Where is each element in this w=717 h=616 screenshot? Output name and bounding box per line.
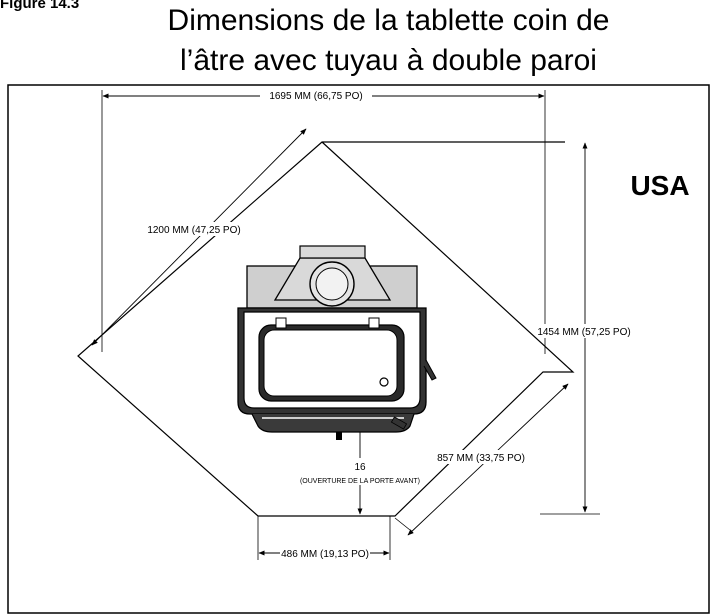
overall-depth-label: 1454 MM (57,25 PO) [537,327,630,338]
diagram-title-line-2: l’âtre avec tuyau à double paroi [180,44,597,77]
diagram-frame [7,84,710,614]
diagonal-side-arrow [91,128,307,346]
figure-label: Figure 14.3 [0,0,80,12]
region-label: USA [630,170,689,201]
diagonal-side-label: 1200 MM (47,25 PO) [147,225,240,236]
front-side-label: 857 MM (33,75 PO) [437,453,525,464]
overall-width-label: 1695 MM (66,75 PO) [269,91,362,102]
door-clearance-note: (OUVERTURE DE LA PORTE AVANT) [300,478,420,485]
door-clearance-value: 16 [354,462,366,473]
diagram-title-line-1: Dimensions de la tablette coin de [167,4,610,37]
front-edge-label: 486 MM (19,13 PO) [281,549,369,560]
stove-illustration [237,245,437,440]
